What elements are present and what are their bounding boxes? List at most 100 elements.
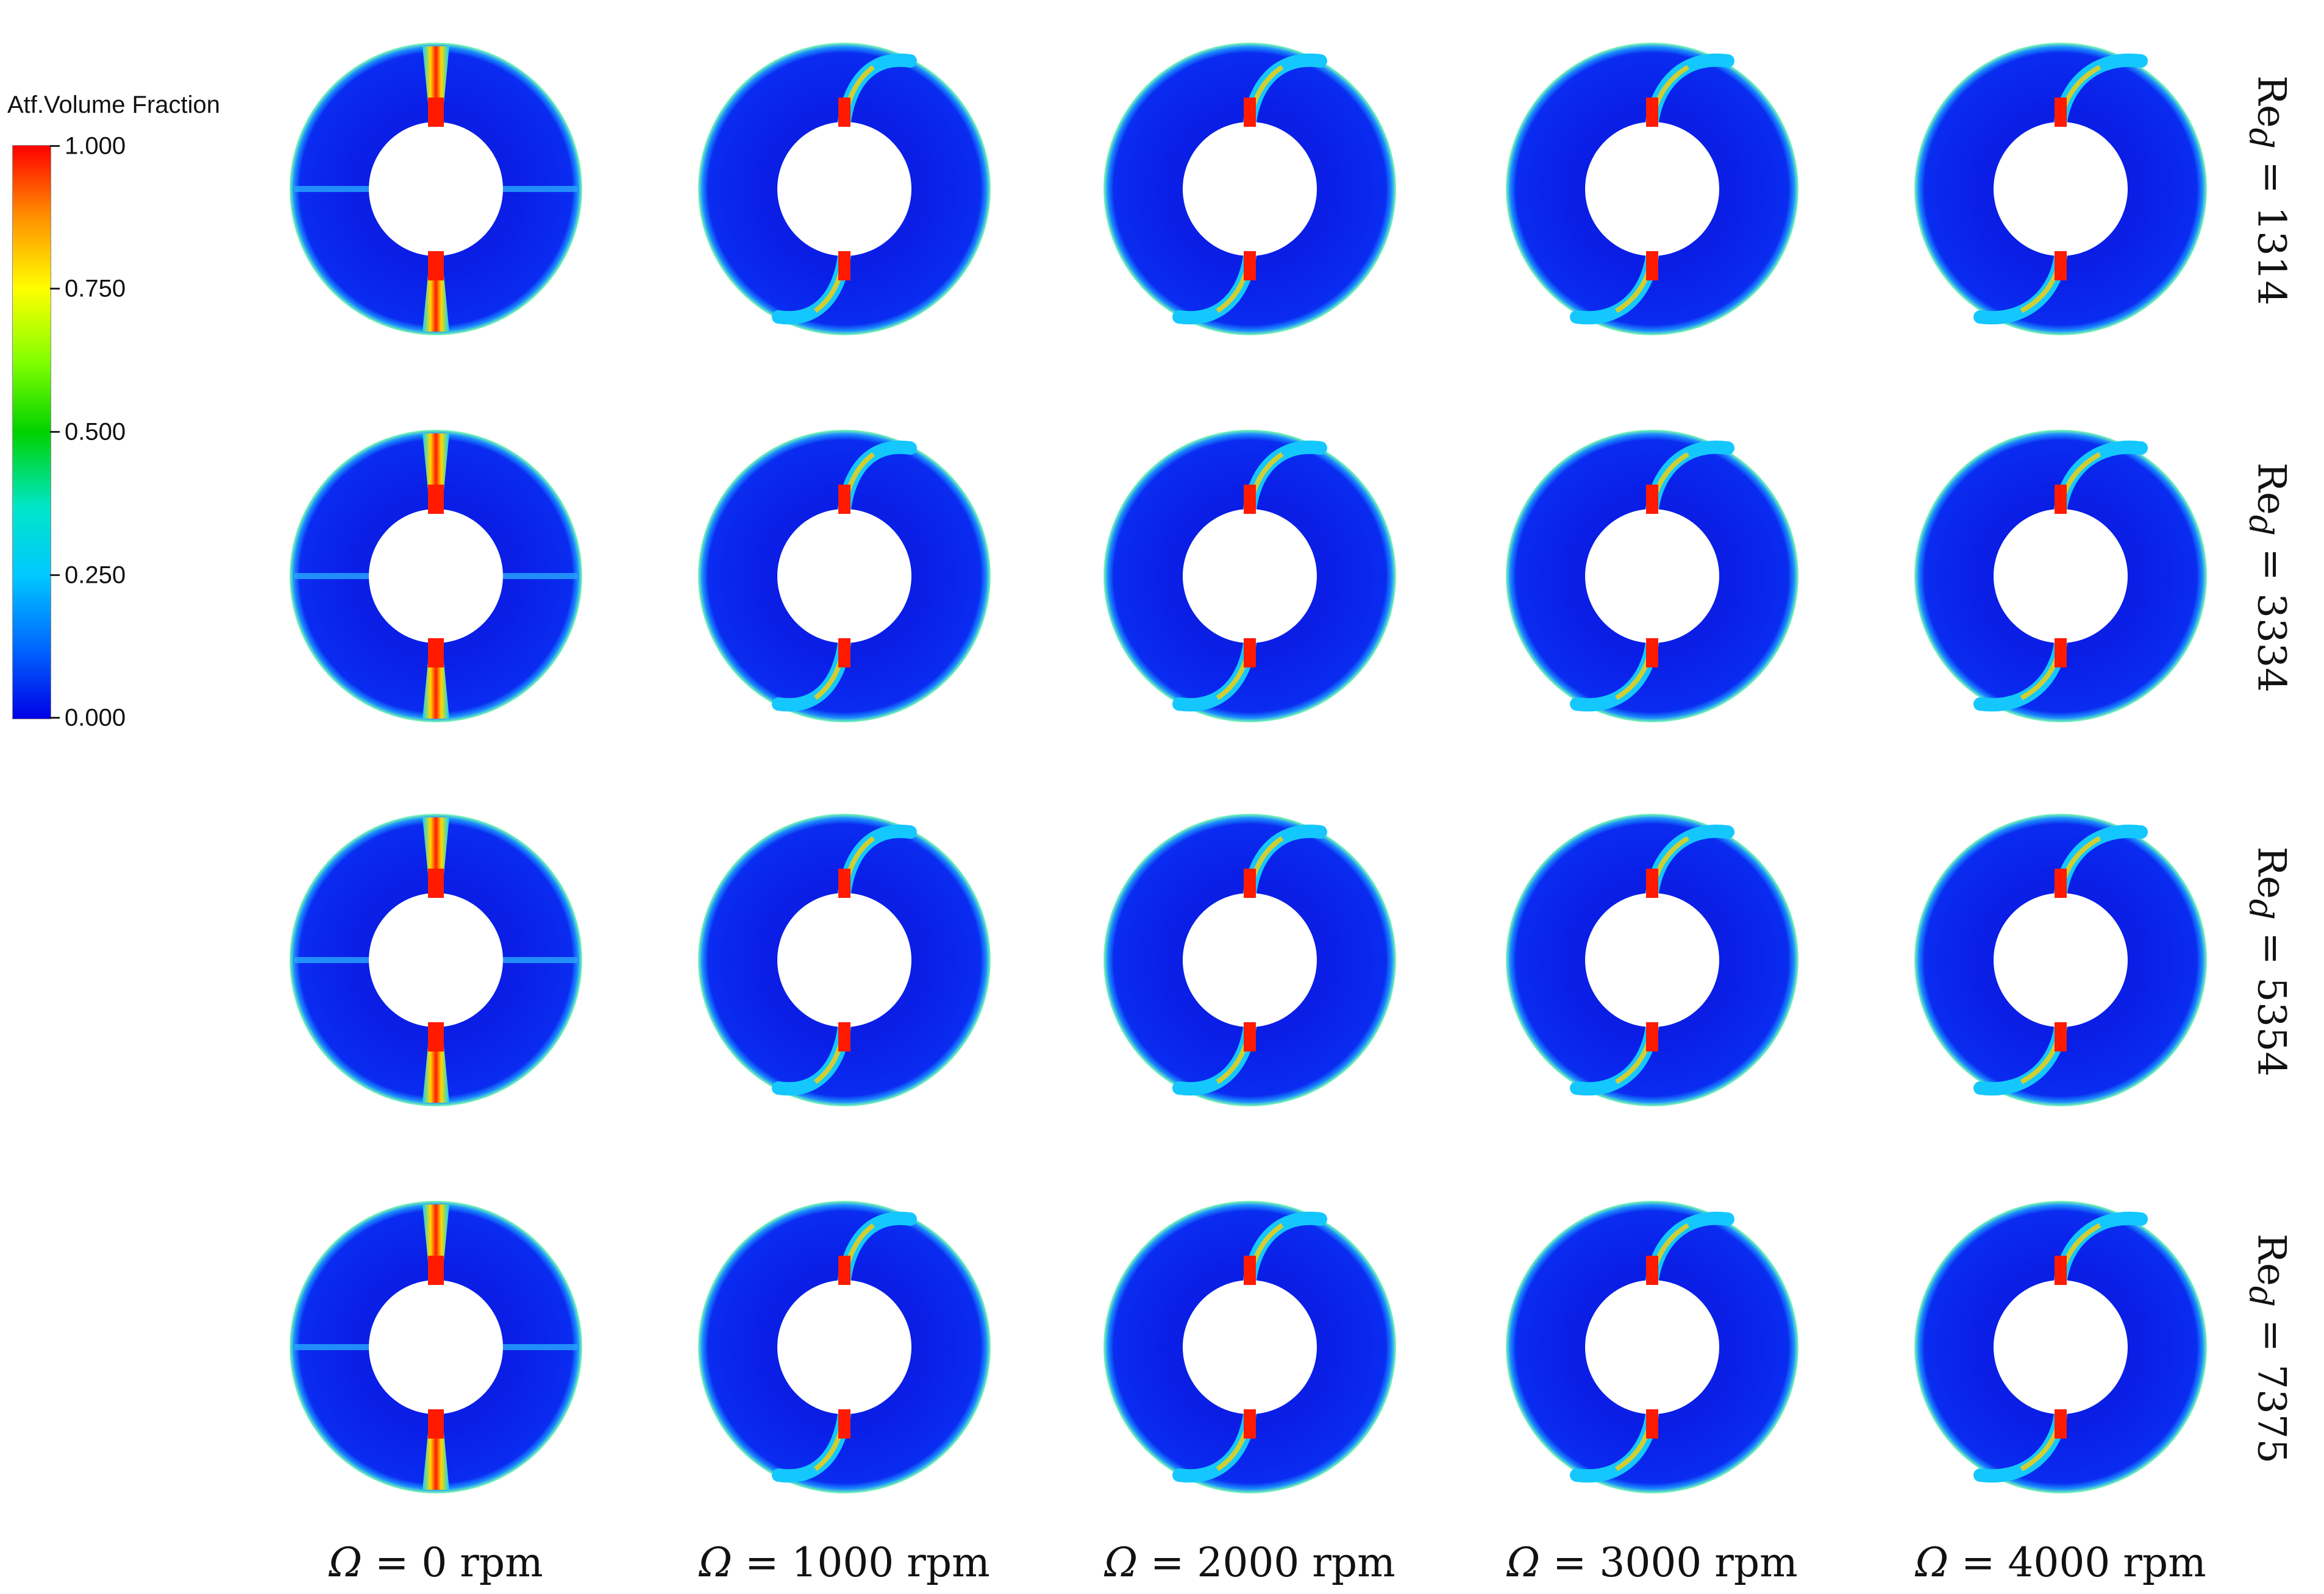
inner-shaft bbox=[777, 122, 911, 256]
nozzle-bottom bbox=[428, 1022, 444, 1051]
contour-disk bbox=[1506, 43, 1798, 335]
inner-shaft bbox=[1585, 1280, 1719, 1414]
nozzle-bottom bbox=[1244, 638, 1256, 667]
row-label-re-5354: Red = 5354 bbox=[2242, 846, 2294, 1077]
colorbar-tick bbox=[50, 574, 60, 576]
inner-shaft bbox=[369, 1280, 503, 1414]
nozzle-bottom bbox=[2055, 1022, 2067, 1051]
nozzle-bottom bbox=[1244, 1022, 1256, 1051]
nozzle-bottom bbox=[1244, 251, 1256, 280]
contour-disk bbox=[1914, 814, 2207, 1106]
colorbar-tick bbox=[50, 717, 60, 719]
nozzle-top bbox=[428, 869, 444, 898]
inner-shaft bbox=[1183, 122, 1317, 256]
col-label-3000rpm: Ω = 3000 rpm bbox=[1506, 1539, 1798, 1586]
contour-disk bbox=[1914, 430, 2207, 722]
inner-shaft bbox=[1585, 122, 1719, 256]
colorbar-label: 1.000 bbox=[65, 132, 126, 160]
nozzle-bottom bbox=[1646, 1022, 1658, 1051]
nozzle-top bbox=[2055, 98, 2067, 127]
nozzle-bottom bbox=[838, 638, 850, 667]
col-label-0rpm: Ω = 0 rpm bbox=[329, 1539, 543, 1586]
nozzle-top bbox=[428, 485, 444, 514]
nozzle-top bbox=[2055, 485, 2067, 514]
colorbar-gradient bbox=[12, 145, 51, 719]
row-label-re-7375: Red = 7375 bbox=[2242, 1233, 2294, 1464]
colorbar-label: 0.750 bbox=[65, 275, 126, 302]
contour-disk bbox=[290, 1201, 582, 1493]
contour-disk bbox=[698, 1201, 991, 1493]
colorbar-title: Atf.Volume Fraction bbox=[7, 91, 221, 118]
nozzle-top bbox=[1646, 98, 1658, 127]
contour-disk bbox=[1103, 1201, 1396, 1493]
nozzle-top bbox=[1646, 869, 1658, 898]
colorbar-label: 0.250 bbox=[65, 561, 126, 589]
nozzle-bottom bbox=[428, 1409, 444, 1439]
contour-disk bbox=[1914, 43, 2207, 335]
nozzle-bottom bbox=[838, 251, 850, 280]
inner-shaft bbox=[1183, 1280, 1317, 1414]
colorbar-tick bbox=[50, 431, 60, 433]
inner-shaft bbox=[1183, 509, 1317, 643]
nozzle-bottom bbox=[428, 638, 444, 667]
colorbar-tick bbox=[50, 145, 60, 147]
inner-shaft bbox=[1994, 1280, 2128, 1414]
nozzle-bottom bbox=[1646, 251, 1658, 280]
inner-shaft bbox=[369, 509, 503, 643]
inner-shaft bbox=[777, 509, 911, 643]
contour-disk bbox=[1103, 43, 1396, 335]
nozzle-top bbox=[1646, 485, 1658, 514]
contour-disk bbox=[698, 814, 991, 1106]
inner-shaft bbox=[1994, 893, 2128, 1027]
row-label-re-3334: Red = 3334 bbox=[2242, 462, 2294, 693]
contour-disk bbox=[1506, 1201, 1798, 1493]
col-label-1000rpm: Ω = 1000 rpm bbox=[699, 1539, 990, 1586]
nozzle-top bbox=[838, 98, 850, 127]
col-label-2000rpm: Ω = 2000 rpm bbox=[1104, 1539, 1395, 1586]
nozzle-top bbox=[838, 869, 850, 898]
nozzle-bottom bbox=[838, 1409, 850, 1439]
inner-shaft bbox=[1585, 509, 1719, 643]
nozzle-top bbox=[2055, 1256, 2067, 1285]
nozzle-top bbox=[1244, 1256, 1256, 1285]
contour-disk bbox=[290, 814, 582, 1106]
nozzle-bottom bbox=[1244, 1409, 1256, 1439]
nozzle-top bbox=[2055, 869, 2067, 898]
inner-shaft bbox=[1994, 509, 2128, 643]
contour-disk bbox=[1506, 430, 1798, 722]
contour-disk bbox=[698, 43, 991, 335]
contour-disk bbox=[290, 43, 582, 335]
colorbar-tick bbox=[50, 288, 60, 290]
nozzle-top bbox=[428, 98, 444, 127]
contour-disk bbox=[1914, 1201, 2207, 1493]
inner-shaft bbox=[777, 893, 911, 1027]
col-label-4000rpm: Ω = 4000 rpm bbox=[1915, 1539, 2206, 1586]
nozzle-bottom bbox=[2055, 638, 2067, 667]
contour-disk bbox=[1103, 430, 1396, 722]
nozzle-top bbox=[1244, 869, 1256, 898]
inner-shaft bbox=[1994, 122, 2128, 256]
nozzle-bottom bbox=[2055, 1409, 2067, 1439]
inner-shaft bbox=[777, 1280, 911, 1414]
nozzle-top bbox=[428, 1256, 444, 1285]
row-label-re-1314: Red = 1314 bbox=[2242, 75, 2294, 306]
nozzle-bottom bbox=[2055, 251, 2067, 280]
nozzle-top bbox=[838, 485, 850, 514]
nozzle-bottom bbox=[1646, 638, 1658, 667]
inner-shaft bbox=[369, 893, 503, 1027]
inner-shaft bbox=[1585, 893, 1719, 1027]
contour-disk bbox=[698, 430, 991, 722]
nozzle-top bbox=[838, 1256, 850, 1285]
nozzle-top bbox=[1646, 1256, 1658, 1285]
colorbar-label: 0.000 bbox=[65, 704, 126, 731]
inner-shaft bbox=[1183, 893, 1317, 1027]
contour-disk bbox=[1506, 814, 1798, 1106]
nozzle-bottom bbox=[1646, 1409, 1658, 1439]
inner-shaft bbox=[369, 122, 503, 256]
contour-disk bbox=[1103, 814, 1396, 1106]
contour-disk bbox=[290, 430, 582, 722]
colorbar-label: 0.500 bbox=[65, 418, 126, 446]
nozzle-top bbox=[1244, 485, 1256, 514]
nozzle-bottom bbox=[428, 251, 444, 280]
